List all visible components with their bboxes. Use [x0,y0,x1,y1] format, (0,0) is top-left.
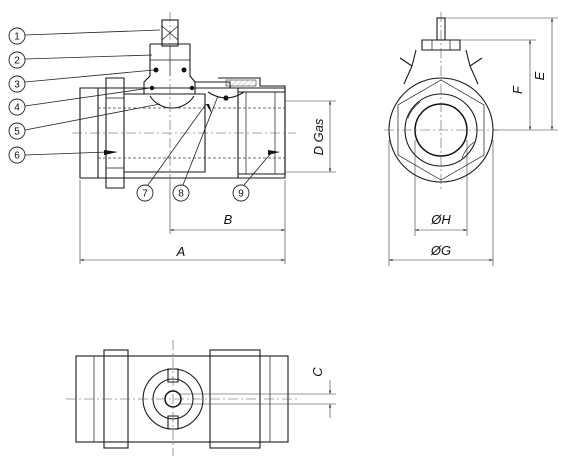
hatched-section [225,79,257,87]
callout-8: 8 [172,95,219,202]
callout-3: 3 [8,69,155,93]
side-view [384,12,498,192]
callout-1: 1 [8,27,161,45]
side-stem-collar [421,39,461,51]
callout-number-9: 9 [238,189,244,200]
callout-number-2: 2 [14,56,20,67]
left-end-face [80,87,99,178]
top-boss [195,81,231,88]
seal-dot [223,95,229,101]
dimension-b-label: B [224,212,233,227]
dimension-h-label: ØH [430,212,451,227]
callout-number-6: 6 [14,151,20,162]
seal-right [189,85,195,91]
stem-housing-left [143,44,151,94]
front-section-view [72,12,296,189]
dimension-f-label: F [510,85,525,94]
callout-group: 1 2 3 4 5 6 7 [8,27,273,202]
dimension-d-gas-label: D Gas [311,118,326,155]
dimension-c-label: C [310,367,325,377]
callout-9: 9 [232,151,273,202]
callout-7: 7 [136,103,207,202]
stem-housing-right [150,43,196,94]
callout-number-5: 5 [14,127,20,138]
dimension-a-label: A [176,244,186,259]
front-dimensions: A B D Gas [79,100,336,264]
callout-number-8: 8 [178,189,184,200]
ball-arc [149,95,195,109]
side-neck-right [465,49,479,85]
callout-number-7: 7 [142,189,148,200]
dimension-e-label: E [532,71,547,80]
callout-number-3: 3 [14,80,20,91]
dimension-g-label: ØG [430,243,451,258]
seal-left [149,85,155,91]
callout-2: 2 [8,51,153,69]
top-view [66,340,300,456]
side-neck-left [403,49,417,85]
callout-6: 6 [8,146,109,164]
callout-number-4: 4 [14,103,20,114]
callout-4: 4 [8,87,151,116]
top-flange [218,77,286,92]
top-dimensions: C [178,367,336,418]
side-dimensions: E F ØH ØG [388,17,558,266]
callout-5: 5 [8,103,161,140]
o-ring-left [153,67,159,73]
o-ring-right [181,67,187,73]
callout-number-1: 1 [14,32,20,43]
